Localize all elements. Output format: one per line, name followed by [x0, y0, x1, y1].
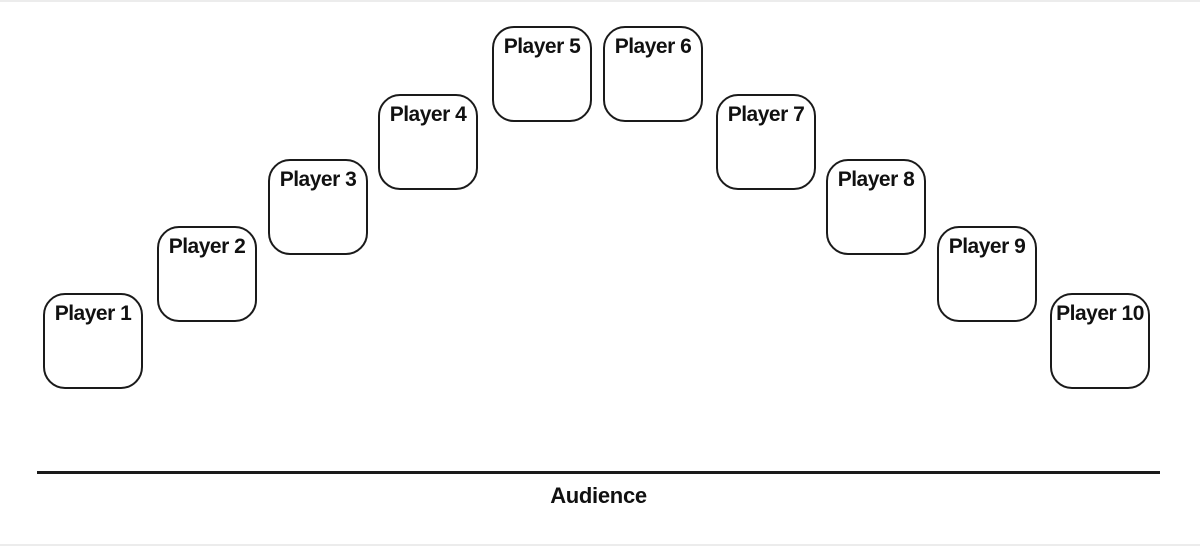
page-top-border: [0, 0, 1200, 2]
player-box-4: Player 4: [378, 94, 478, 190]
player-label-9: Player 9: [948, 235, 1026, 258]
player-label-6: Player 6: [614, 35, 692, 58]
player-box-10: Player 10: [1050, 293, 1150, 389]
player-box-6: Player 6: [603, 26, 703, 122]
player-label-10: Player 10: [1056, 302, 1144, 325]
player-box-5: Player 5: [492, 26, 592, 122]
player-box-9: Player 9: [937, 226, 1037, 322]
page-bottom-border: [0, 544, 1200, 546]
player-box-7: Player 7: [716, 94, 816, 190]
player-label-7: Player 7: [727, 103, 805, 126]
player-box-2: Player 2: [157, 226, 257, 322]
player-label-3: Player 3: [279, 168, 357, 191]
player-label-1: Player 1: [54, 302, 132, 325]
audience-line: [37, 471, 1160, 474]
player-label-5: Player 5: [503, 35, 581, 58]
audience-label: Audience: [550, 483, 647, 508]
player-label-4: Player 4: [389, 103, 467, 126]
player-box-1: Player 1: [43, 293, 143, 389]
player-label-8: Player 8: [837, 168, 915, 191]
player-box-8: Player 8: [826, 159, 926, 255]
player-box-3: Player 3: [268, 159, 368, 255]
player-label-2: Player 2: [168, 235, 246, 258]
